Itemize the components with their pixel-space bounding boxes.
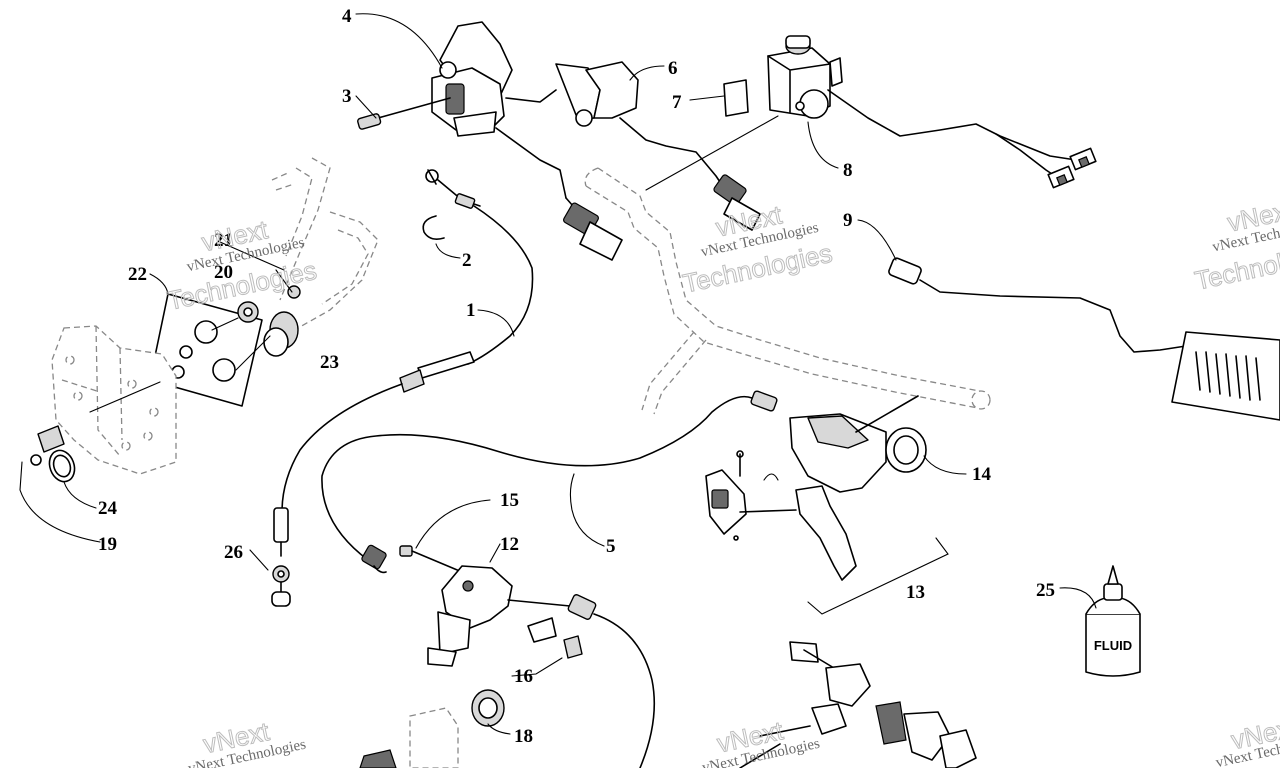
leader-lines [19, 13, 1097, 735]
callout-12: 12 [500, 534, 519, 555]
callout-14: 14 [972, 464, 992, 485]
callout-20: 20 [214, 262, 233, 283]
part-24-ring [48, 449, 76, 483]
fluid-label: FLUID [1094, 638, 1132, 653]
callout-8: 8 [843, 160, 853, 181]
callout-22: 22 [128, 264, 147, 285]
callout-9: 9 [843, 210, 853, 231]
part-5-brake-line [321, 390, 778, 574]
part-1-throttle-cable [271, 179, 534, 607]
callout-24: 24 [98, 498, 118, 519]
part-13-lever [705, 450, 949, 615]
part-21-plug [275, 269, 301, 299]
part-15-screw [399, 545, 463, 573]
part-18-nut [471, 689, 505, 727]
part-23-bushing [235, 311, 299, 371]
part-8-pointer [645, 115, 779, 191]
callout-15: 15 [500, 490, 519, 511]
part-25-fluid-bottle: FLUID [1085, 565, 1141, 677]
handlebar-outline [584, 167, 991, 415]
callout-5: 5 [606, 536, 616, 557]
watermarks: vNext vNext Technologies Technologies vN… [164, 194, 1280, 768]
part-16-nut [527, 617, 583, 659]
part-19-switch [30, 425, 65, 466]
part-22-plate [149, 293, 263, 407]
callout-labels: 1 2 3 4 5 6 7 8 9 12 13 14 15 16 18 19 2… [98, 6, 1055, 747]
callout-6: 6 [668, 58, 678, 79]
part-4-switch-housing [431, 21, 567, 199]
part-4-harness [563, 197, 623, 261]
callout-25: 25 [1036, 580, 1055, 601]
callout-3: 3 [342, 86, 352, 107]
callout-13: 13 [906, 582, 925, 603]
lower-bracket-left [359, 707, 459, 768]
callout-21: 21 [214, 230, 233, 251]
callout-18: 18 [514, 726, 533, 747]
callout-2: 2 [462, 250, 472, 271]
part-8-switch-box [767, 35, 1097, 189]
part-20-grommet [211, 301, 259, 331]
callout-1: 1 [466, 300, 476, 321]
callout-19: 19 [98, 534, 117, 555]
part-3-screw [357, 97, 451, 130]
part-7-decal [723, 79, 749, 117]
callout-16: 16 [514, 666, 533, 687]
brake-line-fitting [567, 594, 656, 768]
callout-23: 23 [320, 352, 339, 373]
part-6-grip [555, 61, 761, 231]
frame-outline-upper-left [271, 157, 379, 329]
switch-bracket [51, 325, 177, 475]
callout-7: 7 [672, 92, 682, 113]
part-2-clip [422, 169, 445, 240]
lower-caliper-assembly [739, 641, 977, 768]
part-9-heater-element [888, 257, 1280, 421]
part-12-brake-switch [427, 565, 571, 667]
part-14-master-cylinder [789, 395, 927, 493]
callout-26: 26 [224, 542, 243, 563]
callout-4: 4 [342, 6, 352, 27]
